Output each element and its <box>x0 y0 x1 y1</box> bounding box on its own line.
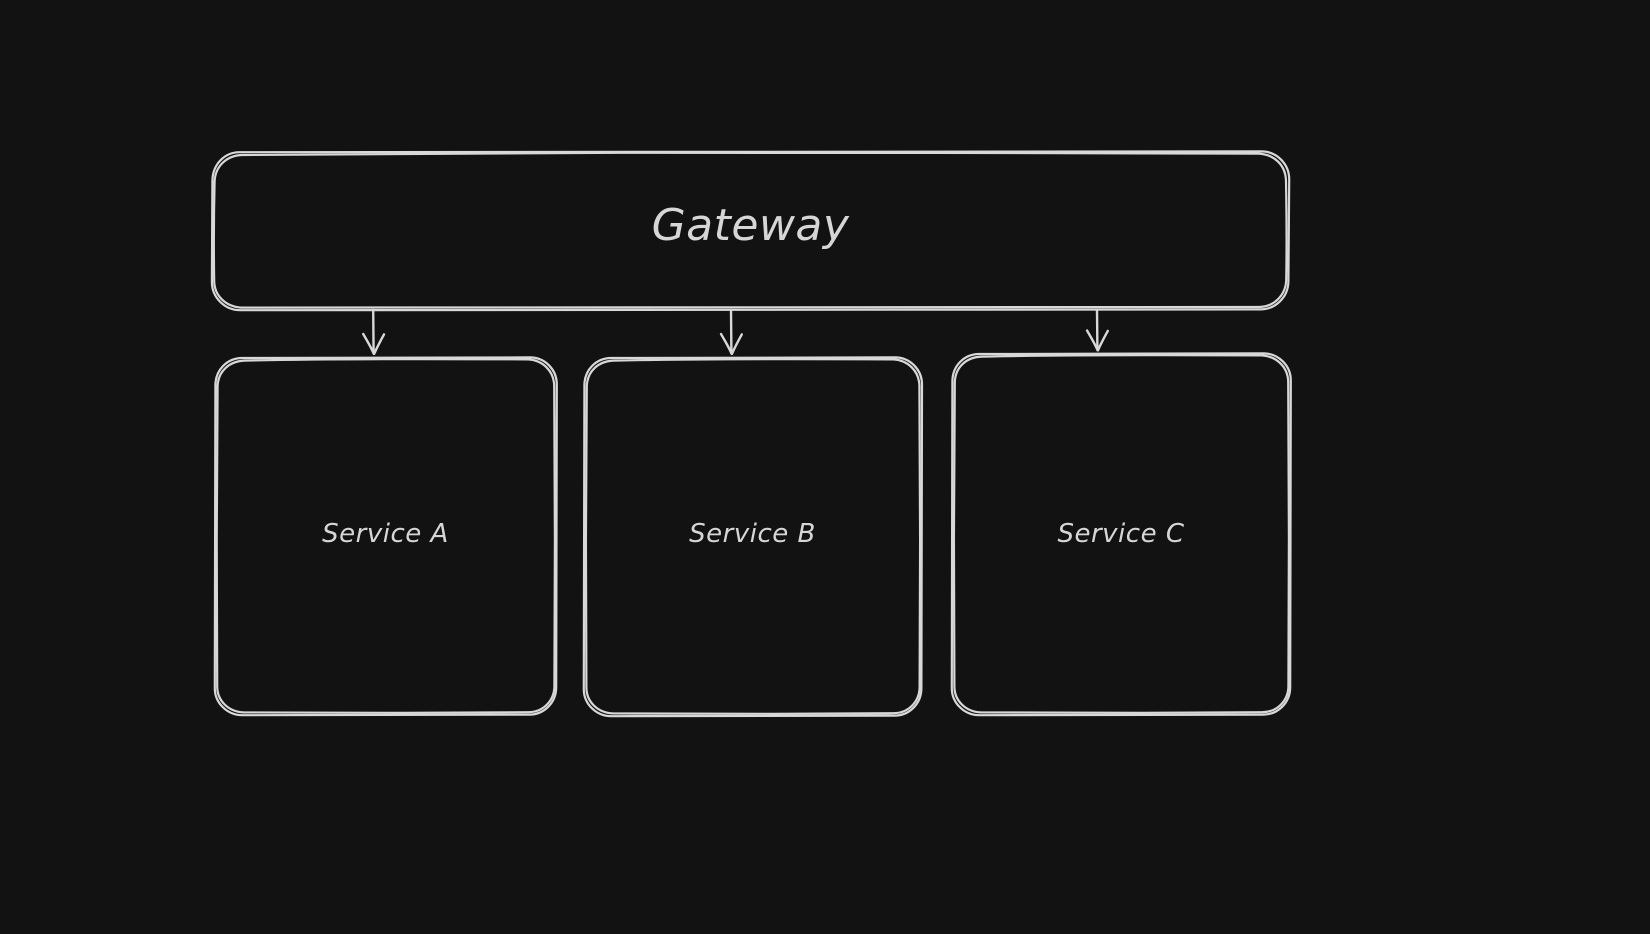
service-c-node[interactable] <box>951 353 1291 715</box>
service-b-node-label: Service B <box>689 519 816 549</box>
service-a-node-label: Service A <box>322 519 449 549</box>
edge-gateway-service-c[interactable] <box>1079 310 1117 358</box>
gateway-node[interactable] <box>211 151 1290 310</box>
service-a-node[interactable] <box>214 357 557 715</box>
service-b-node[interactable] <box>583 357 922 716</box>
edge-gateway-service-b[interactable] <box>713 310 751 358</box>
service-c-node-label: Service C <box>1057 519 1185 549</box>
gateway-node-label: Gateway <box>651 200 850 251</box>
edge-gateway-service-a[interactable] <box>355 310 393 358</box>
